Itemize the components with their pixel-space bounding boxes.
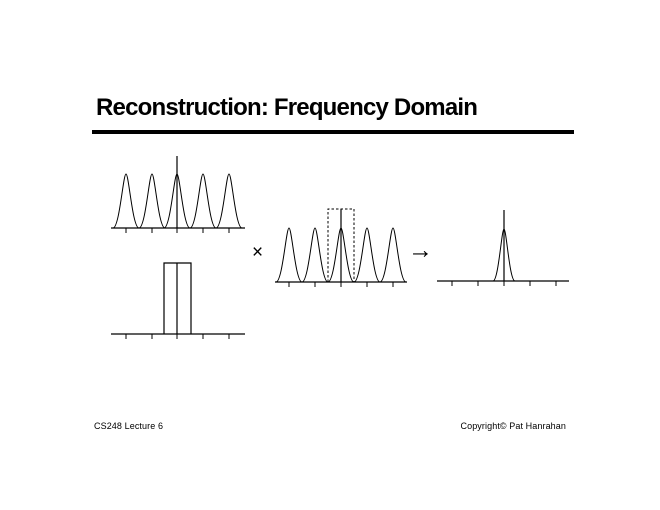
figure-windowed-spectrum bbox=[275, 208, 407, 287]
footer-copyright: Copyright© Pat Hanrahan bbox=[460, 421, 566, 431]
arrow-operator: → bbox=[408, 236, 433, 264]
figure-reconstructed-spectrum bbox=[437, 210, 569, 286]
multiply-operator: × bbox=[252, 242, 264, 263]
title-underline-rule bbox=[92, 130, 574, 134]
slide-title: Reconstruction: Frequency Domain bbox=[96, 94, 478, 121]
figure-box-filter bbox=[111, 262, 245, 339]
footer-course-label: CS248 Lecture 6 bbox=[94, 421, 164, 431]
figure-sampled-spectrum bbox=[111, 156, 245, 233]
